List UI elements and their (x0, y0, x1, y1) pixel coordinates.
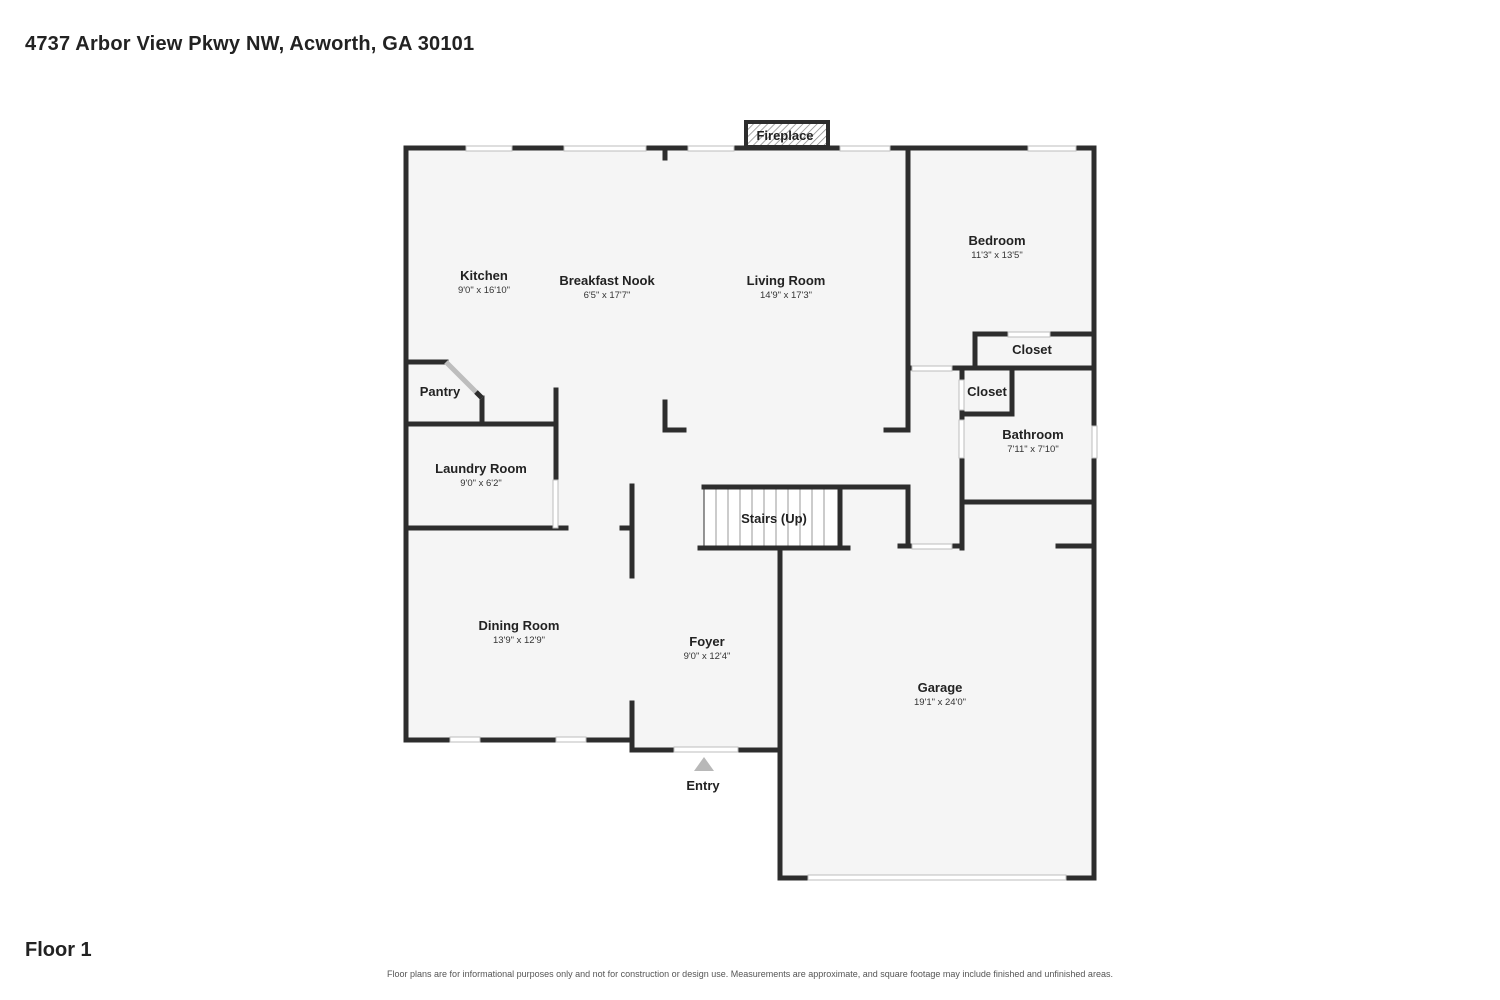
stairs-name: Stairs (Up) (741, 511, 807, 526)
fireplace-label: Fireplace (756, 128, 813, 143)
bedroom-name: Bedroom (968, 233, 1025, 248)
foyer-name: Foyer (689, 634, 724, 649)
bathroom-name: Bathroom (1002, 427, 1063, 442)
breakfast-nook-dims: 6'5" x 17'7" (584, 290, 631, 301)
living-room-dims: 14'9" x 17'3" (760, 290, 812, 301)
dining-room-dims: 13'9" x 12'9" (493, 635, 545, 646)
laundry-room-name: Laundry Room (435, 461, 527, 476)
entry-arrow-icon (694, 757, 714, 771)
garage-name: Garage (918, 680, 963, 695)
closet-lower-name: Closet (967, 384, 1007, 399)
bedroom-dims: 11'3" x 13'5" (971, 250, 1022, 261)
laundry-room-dims: 9'0" x 6'2" (460, 478, 502, 489)
property-address: 4737 Arbor View Pkwy NW, Acworth, GA 301… (25, 33, 475, 55)
dining-room-name: Dining Room (479, 618, 560, 633)
walls (403, 145, 1097, 881)
kitchen-name: Kitchen (460, 268, 508, 283)
floor-area (406, 148, 1094, 878)
pantry-name: Pantry (420, 384, 461, 399)
disclaimer: Floor plans are for informational purpos… (387, 969, 1113, 979)
windows (449, 145, 1098, 881)
closet-upper-name: Closet (1012, 342, 1052, 357)
foyer-dims: 9'0" x 12'4" (684, 651, 731, 662)
kitchen-dims: 9'0" x 16'10" (458, 285, 510, 296)
living-room-name: Living Room (747, 273, 826, 288)
floor-label: Floor 1 (25, 939, 92, 961)
entry-label: Entry (686, 778, 720, 793)
bathroom-dims: 7'11" x 7'10" (1007, 444, 1058, 455)
pantry-door-frame (474, 390, 484, 400)
breakfast-nook-name: Breakfast Nook (559, 273, 655, 288)
garage-dims: 19'1" x 24'0" (914, 697, 966, 708)
